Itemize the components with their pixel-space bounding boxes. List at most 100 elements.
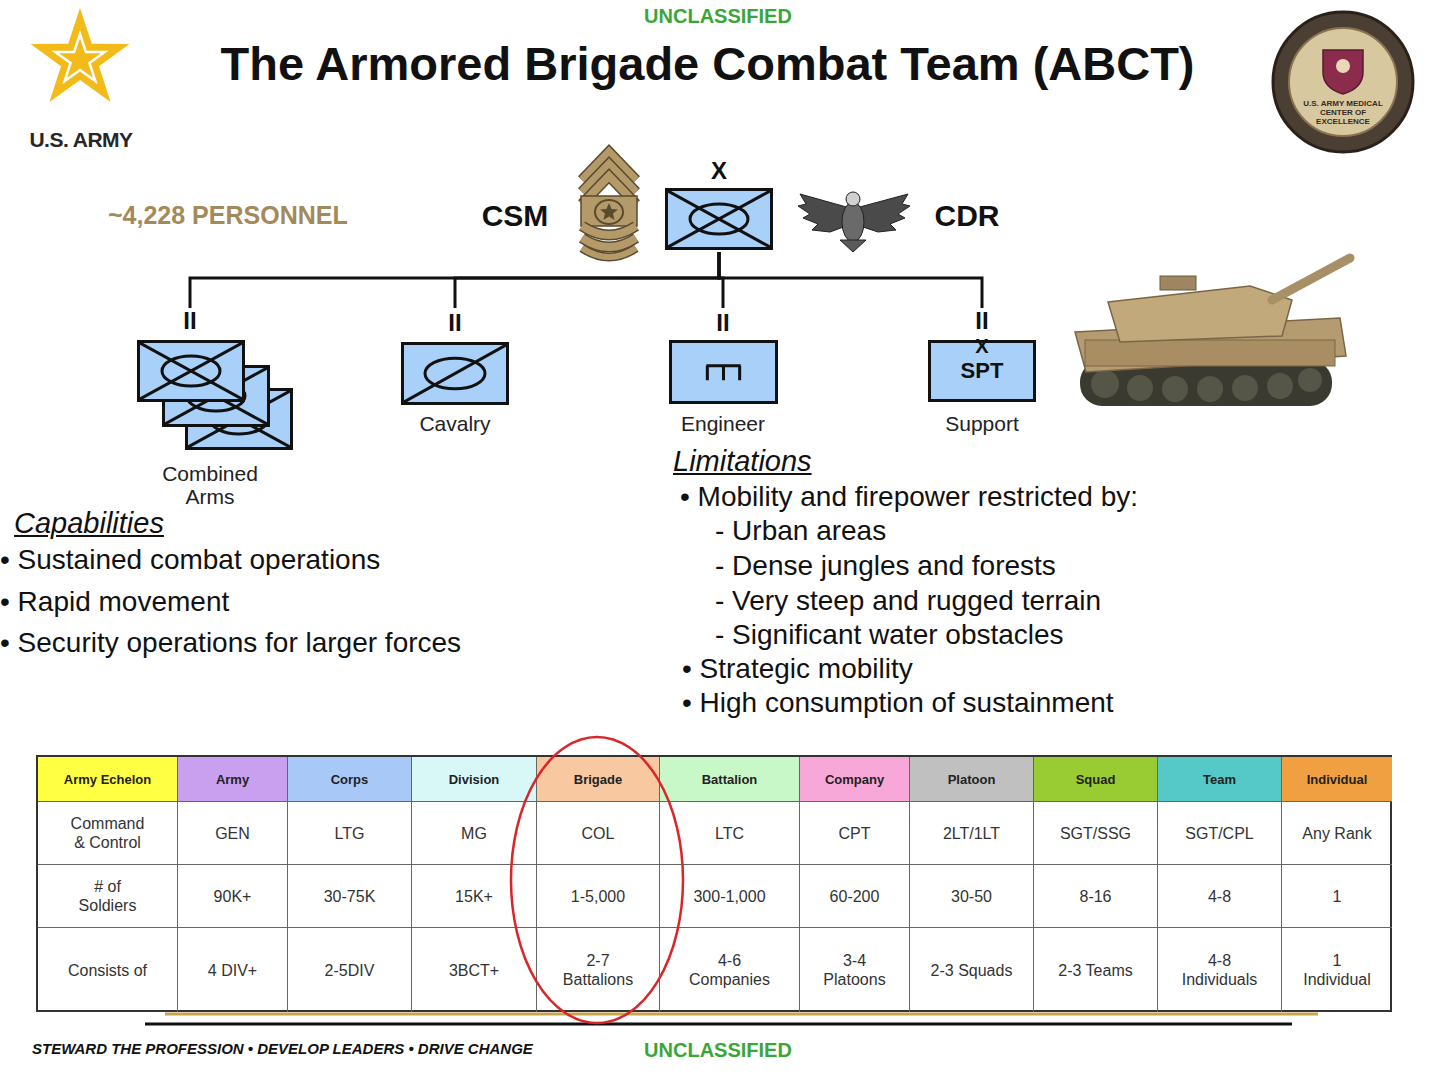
table-header-cell: Team — [1158, 757, 1282, 802]
echelon-marker: X — [920, 336, 1044, 356]
section-heading: Limitations — [673, 444, 913, 478]
table-header-cell: Individual — [1282, 757, 1392, 802]
unit-name: Combined Arms — [150, 462, 270, 508]
armor-oval — [162, 356, 220, 386]
sub-item: - Urban areas — [715, 514, 1415, 547]
echelon-marker: II — [130, 308, 250, 334]
armor-oval — [425, 358, 485, 389]
bullet-item: • Sustained combat operations — [0, 543, 660, 576]
classification-banner: UNCLASSIFIED — [618, 1038, 818, 1062]
engineer-mark — [706, 366, 740, 381]
table-header-cell: Corps — [288, 757, 412, 802]
unit-symbol-box — [137, 340, 245, 402]
table-cell: 300-1,000 — [660, 865, 800, 928]
table-cell: 2-7 Battalions — [537, 928, 660, 1012]
table-cell: 15K+ — [412, 865, 537, 928]
unit-symbol-box — [669, 340, 778, 404]
echelon-marker: II — [395, 310, 515, 336]
unit-symbol — [404, 345, 506, 402]
table-cell: 1-5,000 — [537, 865, 660, 928]
classification-banner: UNCLASSIFIED — [618, 4, 818, 28]
infantry-cross — [140, 343, 242, 399]
table-cell: 60-200 — [800, 865, 910, 928]
table-cell: 2LT/1LT — [910, 802, 1034, 865]
personnel-count: ~4,228 PERSONNEL — [108, 200, 408, 230]
unit-symbol — [672, 343, 775, 401]
table-cell: 4-6 Companies — [660, 928, 800, 1012]
logo-wordmark: U.S. ARMY — [16, 128, 146, 152]
footer-motto: STEWARD THE PROFESSION • DEVELOP LEADERS… — [32, 1040, 632, 1058]
unit-node: X — [660, 158, 778, 252]
table-cell: 8-16 — [1034, 865, 1158, 928]
unit-abbreviation: SPT — [920, 358, 1044, 384]
table-header-cell: Division — [412, 757, 537, 802]
abrams-tank-illustration — [1075, 258, 1350, 406]
table-cell: 2-5DIV — [288, 928, 412, 1012]
table-cell: 30-50 — [910, 865, 1034, 928]
table-cell: 2-3 Squads — [910, 928, 1034, 1012]
bullet-item: • Rapid movement — [0, 585, 660, 618]
cavalry-slash — [404, 345, 506, 402]
table-cell: CPT — [800, 802, 910, 865]
section-heading: Capabilities — [14, 506, 214, 540]
table-cell: 90K+ — [178, 865, 288, 928]
table-cell: MG — [412, 802, 537, 865]
table-header-cell: Platoon — [910, 757, 1034, 802]
unit-symbol-box — [401, 342, 509, 405]
echelon-table: Army EchelonArmyCorpsDivisionBrigadeBatt… — [36, 755, 1392, 1012]
armor-oval — [690, 204, 748, 234]
unit-symbol — [668, 191, 770, 247]
bullet-item: • Strategic mobility — [682, 652, 1382, 685]
unit-node: II Cavalry — [395, 308, 515, 442]
rank-label: CDR — [920, 199, 1014, 233]
table-cell: Command & Control — [38, 802, 178, 865]
table-cell: Consists of — [38, 928, 178, 1012]
table-cell: COL — [537, 802, 660, 865]
table-header-cell: Army — [178, 757, 288, 802]
bullet-item: • Security operations for larger forces — [0, 626, 660, 659]
table-cell: 3BCT+ — [412, 928, 537, 1012]
unit-node: IICombined Arms — [130, 308, 250, 508]
unit-node: II Engineer — [663, 308, 783, 442]
echelon-marker: II — [663, 310, 783, 336]
footer-rule — [145, 1014, 1318, 1024]
unit-name: Engineer — [663, 412, 783, 435]
table-cell: LTC — [660, 802, 800, 865]
tree-connector — [719, 252, 723, 308]
tree-connector — [190, 252, 719, 308]
unit-name: Support — [920, 412, 1044, 435]
tree-connector — [455, 252, 719, 308]
table-cell: Any Rank — [1282, 802, 1392, 865]
table-cell: 4 DIV+ — [178, 928, 288, 1012]
unit-name: Cavalry — [395, 412, 515, 435]
table-cell: 3-4 Platoons — [800, 928, 910, 1012]
sub-item: - Significant water obstacles — [715, 618, 1415, 651]
bullet-item: • High consumption of sustainment — [682, 686, 1382, 719]
csm-rank-insignia — [581, 152, 637, 257]
unit-node: IIXSPT Support — [920, 308, 1044, 442]
seal-emblem — [1273, 12, 1413, 152]
seal-text: U.S. ARMY MEDICAL CENTER OF EXCELLENCE — [1303, 99, 1383, 126]
table-cell: 1 Individual — [1282, 928, 1392, 1012]
table-cell: SGT/CPL — [1158, 802, 1282, 865]
table-header-cell: Squad — [1034, 757, 1158, 802]
table-header-cell: Army Echelon — [38, 757, 178, 802]
unit-symbol-box — [665, 188, 773, 250]
table-cell: # of Soldiers — [38, 865, 178, 928]
sub-item: - Dense jungles and forests — [715, 549, 1415, 582]
table-cell: 1 — [1282, 865, 1392, 928]
tree-connector — [719, 252, 982, 308]
table-cell: 30-75K — [288, 865, 412, 928]
colonel-eagle-insignia — [798, 192, 910, 252]
table-header-cell: Battalion — [660, 757, 800, 802]
echelon-marker: X — [660, 158, 778, 184]
sub-item: - Very steep and rugged terrain — [715, 584, 1415, 617]
rank-label: CSM — [468, 199, 562, 233]
echelon-marker: II — [920, 308, 1044, 334]
bullet-item: • Mobility and firepower restricted by: — [680, 480, 1420, 513]
table-cell: LTG — [288, 802, 412, 865]
table-header-cell: Company — [800, 757, 910, 802]
table-cell: 4-8 — [1158, 865, 1282, 928]
army-star-logo — [31, 8, 130, 102]
